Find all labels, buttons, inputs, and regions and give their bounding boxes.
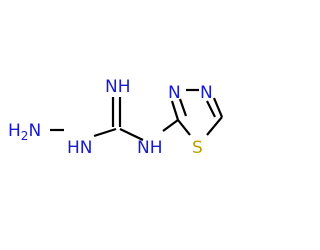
atom-ring-n1: N [168,83,181,103]
atom-labels: H2N HN NH NH N N S [8,77,213,158]
bond-n4-c5-1 [212,97,224,118]
bonds [50,88,224,141]
structure-diagram: H2N HN NH NH N N S [8,77,224,158]
atom-hydrazine-nh: HN [67,138,93,158]
bond-c-nh [119,128,144,141]
bond-nh-c2 [162,119,179,132]
atom-imine-nh: NH [105,77,131,97]
atom-ring-s: S [192,138,203,158]
bond-nh-c [93,127,117,138]
atom-ring-n2: N [200,83,213,103]
bond-c2-n3-2 [178,98,188,117]
bond-c2-n3-1 [170,100,180,121]
bond-n4-c5-2 [206,100,216,118]
bond-c5-s [206,116,223,136]
atom-amide-nh: NH [137,138,163,158]
atom-amino-n: H2N [8,121,41,143]
bond-s-c2 [177,119,191,136]
